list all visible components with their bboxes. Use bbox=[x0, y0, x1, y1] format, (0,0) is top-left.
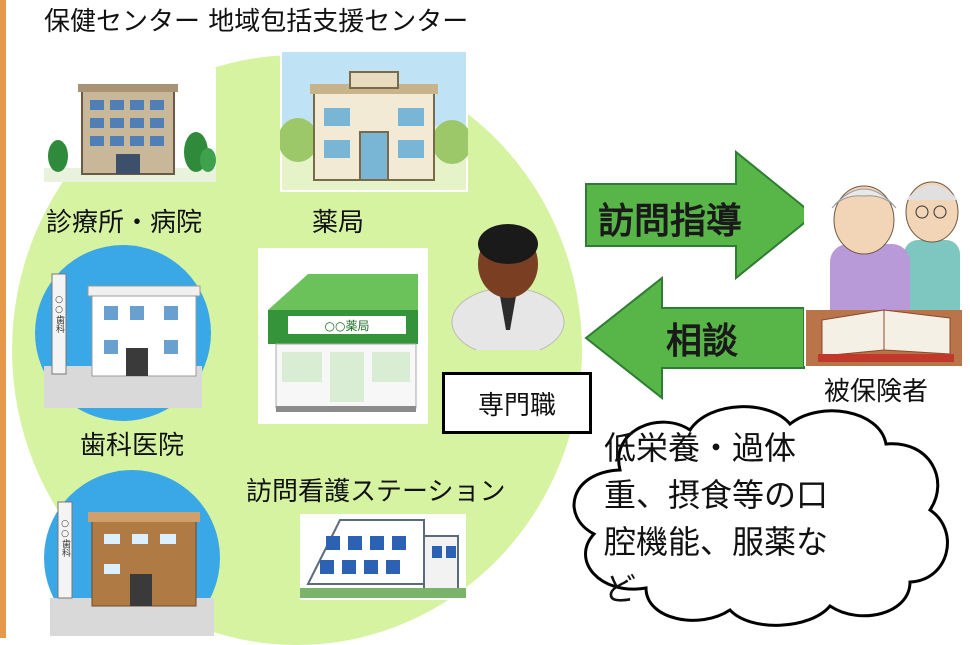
dental-sign: ○○歯科 bbox=[60, 519, 71, 558]
concern-cloud bbox=[572, 405, 949, 627]
pharmacy-label: 薬局 bbox=[312, 208, 365, 238]
nursing-station-label: 訪問看護ステーション bbox=[246, 477, 506, 507]
insured-persons-illustration bbox=[804, 160, 968, 366]
visit-guidance-label: 訪問指導 bbox=[598, 201, 743, 242]
nursing-station-building bbox=[300, 514, 466, 600]
clinic-sign: ○○歯科 bbox=[54, 295, 65, 334]
professional-avatar bbox=[448, 210, 568, 357]
clinic-building: ○○歯科 bbox=[34, 244, 212, 422]
professional-label: 専門職 bbox=[442, 372, 592, 434]
concern-text: 低栄養・過体重、摂食等の口腔機能、服薬など bbox=[604, 429, 829, 608]
pharmacy-building: ○○薬局 bbox=[258, 248, 428, 424]
consultation-arrow bbox=[584, 276, 805, 400]
dental-building: ○○歯科 bbox=[42, 468, 222, 645]
consultation-label: 相談 bbox=[666, 321, 739, 362]
support-center-building bbox=[278, 50, 472, 192]
page-title: 保健センター 地域包括支援センター bbox=[44, 7, 469, 37]
left-accent-bar bbox=[0, 0, 6, 638]
dental-label: 歯科医院 bbox=[80, 431, 185, 461]
clinic-label: 診療所・病院 bbox=[46, 208, 203, 238]
visit-guidance-arrow bbox=[585, 150, 816, 280]
health-center-building bbox=[44, 68, 216, 182]
insured-label: 被保険者 bbox=[824, 377, 929, 407]
pharmacy-sign: ○○薬局 bbox=[325, 319, 370, 333]
